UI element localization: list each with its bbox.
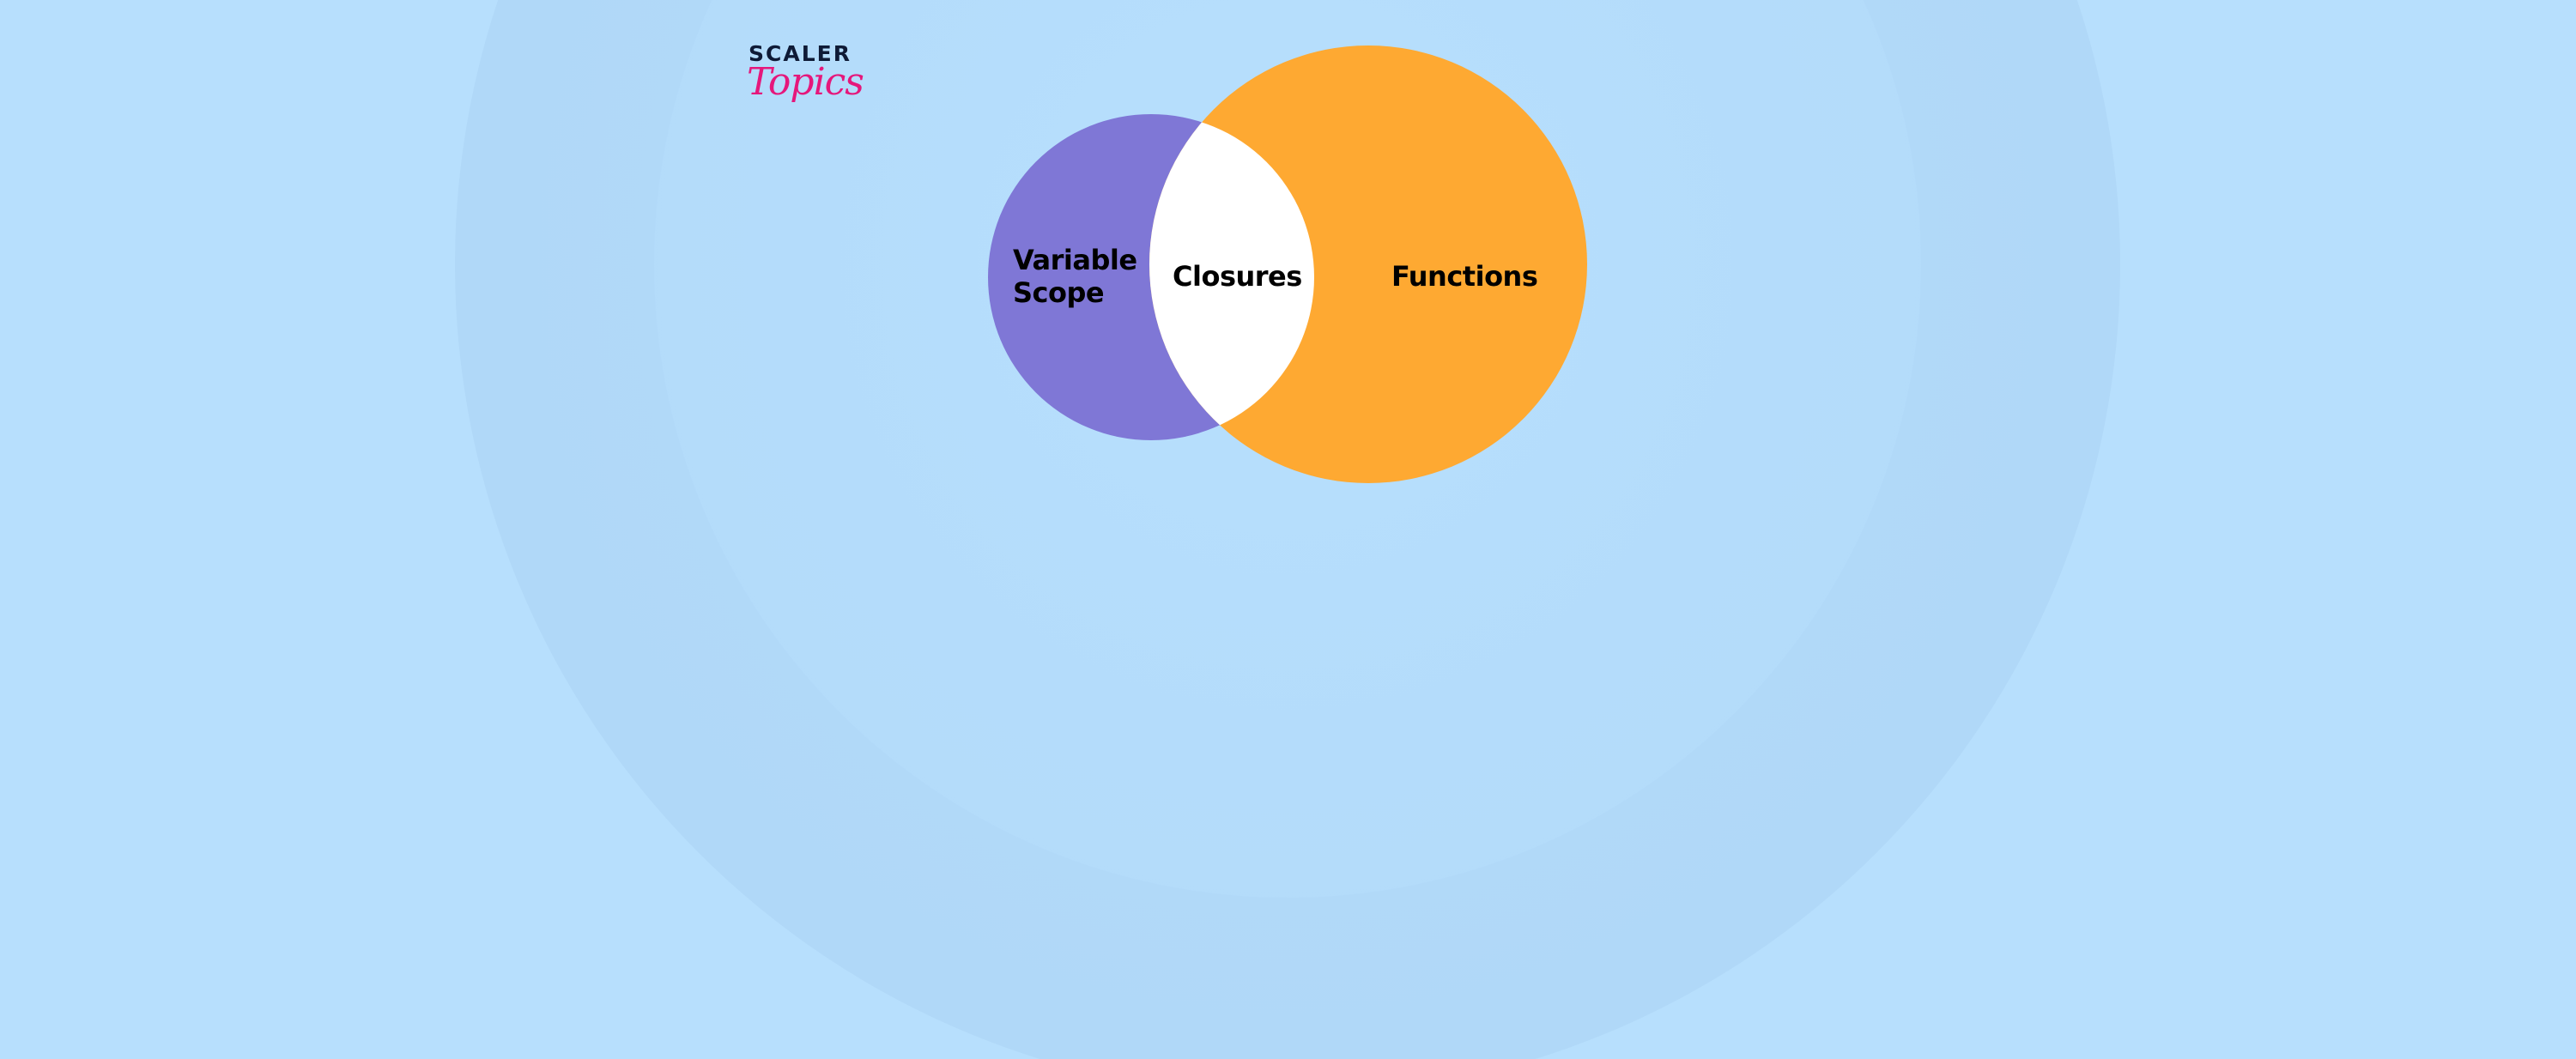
functions-label: Functions [1391,260,1538,293]
variable-scope-label: Variable Scope [1013,244,1137,309]
venn-diagram [988,45,1587,483]
variable-scope-label-line2: Scope [1013,276,1105,309]
scaler-topics-logo: SCALER Topics [747,41,864,127]
closures-label: Closures [1173,260,1302,293]
logo-scaler-text: SCALER [749,41,852,66]
closures-intersection [1149,114,1314,440]
logo-topics-text: Topics [747,60,864,104]
variable-scope-label-line1: Variable [1013,244,1137,276]
